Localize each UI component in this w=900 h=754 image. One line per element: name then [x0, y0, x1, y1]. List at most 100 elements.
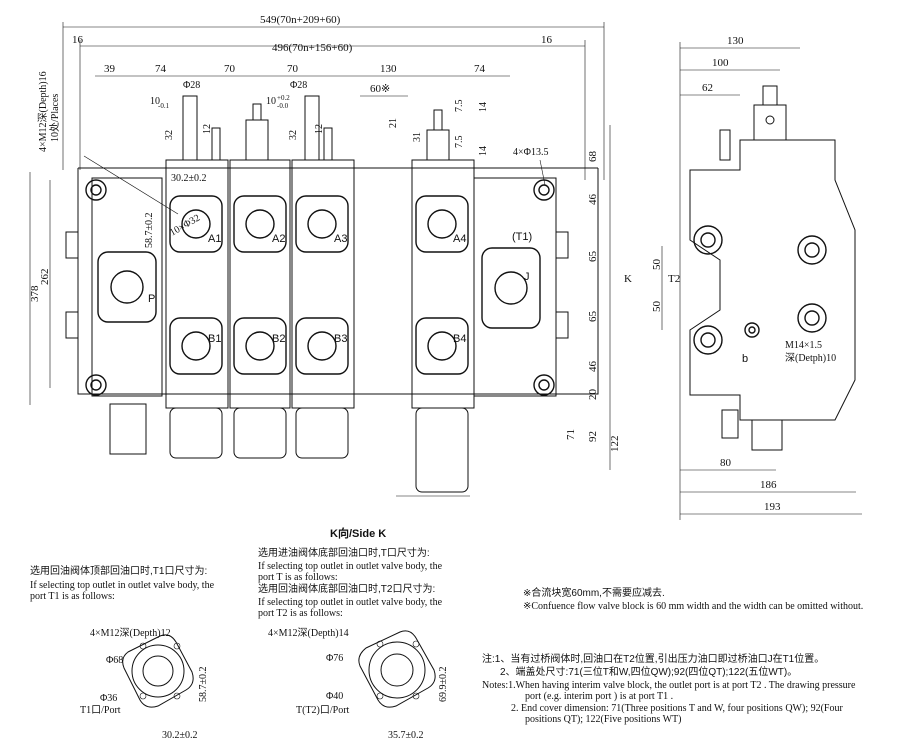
port-A1: A1 [208, 233, 221, 245]
notes-en4: positions QT); 122(Five positions WT) [525, 714, 682, 725]
callout-4-phi13-5: 4×Φ13.5 [513, 147, 548, 158]
front-view: 549(70n+209+60) 496(70n+156+60) 16 16 39… [29, 14, 621, 540]
dim-14-a: 14 [478, 102, 489, 112]
port-B1: B1 [208, 333, 221, 345]
dim-overall-496: 496(70n+156+60) [272, 42, 353, 54]
dim-31: 31 [412, 132, 423, 142]
flange-t2-h: 69.9±0.2 [438, 667, 449, 703]
flange-t1-h: 58.7±0.2 [198, 667, 209, 703]
flange-t2-d2: Φ40 [326, 691, 343, 702]
flange-t1-port: T1口/Port [80, 705, 121, 716]
flange-t1-d2: Φ36 [100, 693, 117, 704]
dim-overall-549: 549(70n+209+60) [260, 14, 341, 26]
t1-note-en2: port T1 is as follows: [30, 591, 115, 602]
dim-46-a: 46 [587, 194, 599, 206]
dim-7-5-b: 7.5 [454, 136, 465, 149]
side-thread-spec: M14×1.5 [785, 340, 822, 351]
side-dim-62: 62 [702, 82, 713, 94]
tol-b-upper: +0.2 [277, 94, 290, 102]
dim-130: 130 [380, 63, 397, 75]
t1-note-en1: If selecting top outlet in outlet valve … [30, 580, 215, 591]
side-dim-50-b: 50 [651, 301, 663, 313]
dim-262: 262 [39, 269, 51, 286]
flange-t1-d1: Φ68 [106, 655, 123, 666]
flange-t1: 4×M12深(Depth)12 Φ68 Φ36 T1口/Port 58.7±0.… [80, 627, 209, 741]
hole-places: 10处/Places [49, 94, 61, 142]
dim-378: 378 [29, 285, 41, 302]
dim-10-b: 10 [266, 96, 276, 107]
dim-12-a: 12 [202, 124, 213, 134]
dim-68: 68 [587, 151, 599, 163]
dim-70-a: 70 [224, 63, 236, 75]
notes-zh1: 注:1、当有过桥阀体时,回油口在T2位置,引出压力油口即过桥油口J在T1位置。 [482, 654, 825, 665]
side-dim-100: 100 [712, 57, 729, 69]
side-dim-80: 80 [720, 457, 732, 469]
notes-en1: Notes:1.When having interim valve block,… [482, 680, 856, 691]
dim-46-b: 46 [587, 361, 599, 373]
dim-60-confluence: 60※ [370, 83, 390, 95]
dim-65-a: 65 [587, 251, 599, 263]
side-dim-186: 186 [760, 479, 777, 491]
t2-note-zh1: 选用进油阀体底部回油口时,T口尺寸为: [258, 548, 430, 559]
t2-note-en4: port T2 is as follows: [258, 608, 343, 619]
port-B4: B4 [453, 333, 466, 345]
hole-spec: 4×M12深(Depth)16 [37, 71, 49, 152]
flange-t2-w: 35.7±0.2 [388, 730, 424, 741]
dim-71: 71 [565, 429, 577, 440]
flange-t2-d1: Φ76 [326, 653, 343, 664]
t1-note-zh: 选用回油阀体顶部回油口时,T1口尺寸为: [30, 566, 208, 577]
confluence-note-zh: ※合流块宽60mm,不需要应减去. [523, 588, 665, 599]
notes-zh2: 2、端盖处尺寸:71(三位T和W,四位QW);92(四位QT);122(五位WT… [500, 667, 798, 678]
port-A2: A2 [272, 233, 285, 245]
dim-21: 21 [388, 118, 399, 128]
flange-t1-title: 4×M12深(Depth)12 [90, 627, 171, 639]
callout-58-7: 58.7±0.2 [144, 213, 155, 249]
dim-39: 39 [104, 63, 116, 75]
dim-7-5-a: 7.5 [454, 100, 465, 113]
t2-note-en1: If selecting top outlet in outlet valve … [258, 561, 443, 572]
dim-20: 20 [587, 389, 599, 401]
flange-t2: 4×M12深(Depth)14 Φ76 Φ40 T(T2)口/Port 69.9… [268, 627, 449, 741]
dim-14-b: 14 [478, 146, 489, 156]
port-J: J [524, 271, 530, 283]
view-label-side-k: K向/Side K [330, 526, 386, 540]
side-label-b: b [742, 353, 748, 365]
tol-a: -0.1 [158, 102, 170, 110]
flange-t2-title: 4×M12深(Depth)14 [268, 627, 349, 639]
dim-92: 92 [587, 431, 599, 442]
dim-phi28-a: Φ28 [183, 80, 200, 91]
dim-10-a: 10 [150, 96, 160, 107]
tol-b-lower: -0.0 [277, 102, 289, 110]
dim-32-a: 32 [164, 130, 175, 140]
side-label-T2: T2 [668, 273, 680, 285]
t2-note-en3: If selecting top outlet in outlet valve … [258, 597, 443, 608]
dim-122: 122 [609, 436, 621, 453]
port-A4: A4 [453, 233, 466, 245]
dim-phi28-b: Φ28 [290, 80, 307, 91]
side-dim-193: 193 [764, 501, 781, 513]
port-B2: B2 [272, 333, 285, 345]
port-P: P [148, 293, 155, 305]
t2-note-zh2: 选用回油阀体底部回油口时,T2口尺寸为: [258, 584, 436, 595]
port-A3: A3 [334, 233, 347, 245]
side-dim-50-a: 50 [651, 259, 663, 271]
dim-74-a: 74 [155, 63, 167, 75]
notes-en3: 2. End cover dimension: 71(Three positio… [511, 703, 843, 714]
dim-70-b: 70 [287, 63, 299, 75]
side-dim-130: 130 [727, 35, 744, 47]
side-thread-depth: 深(Detph)10 [785, 352, 836, 364]
notes-en2: port (e.g. interim port ) is at port T1 … [525, 691, 674, 702]
confluence-note-en: ※Confuence flow valve block is 60 mm wid… [523, 601, 864, 612]
dim-16-right: 16 [541, 34, 553, 46]
dim-12-b: 12 [314, 124, 325, 134]
dim-16-left: 16 [72, 34, 84, 46]
port-T1: (T1) [512, 231, 532, 243]
dim-74-b: 74 [474, 63, 486, 75]
callout-30-2: 30.2±0.2 [171, 173, 207, 184]
dim-65-b: 65 [587, 311, 599, 323]
dim-32-b: 32 [288, 130, 299, 140]
side-label-K: K [624, 273, 632, 285]
flange-t1-w: 30.2±0.2 [162, 730, 198, 741]
port-B3: B3 [334, 333, 347, 345]
